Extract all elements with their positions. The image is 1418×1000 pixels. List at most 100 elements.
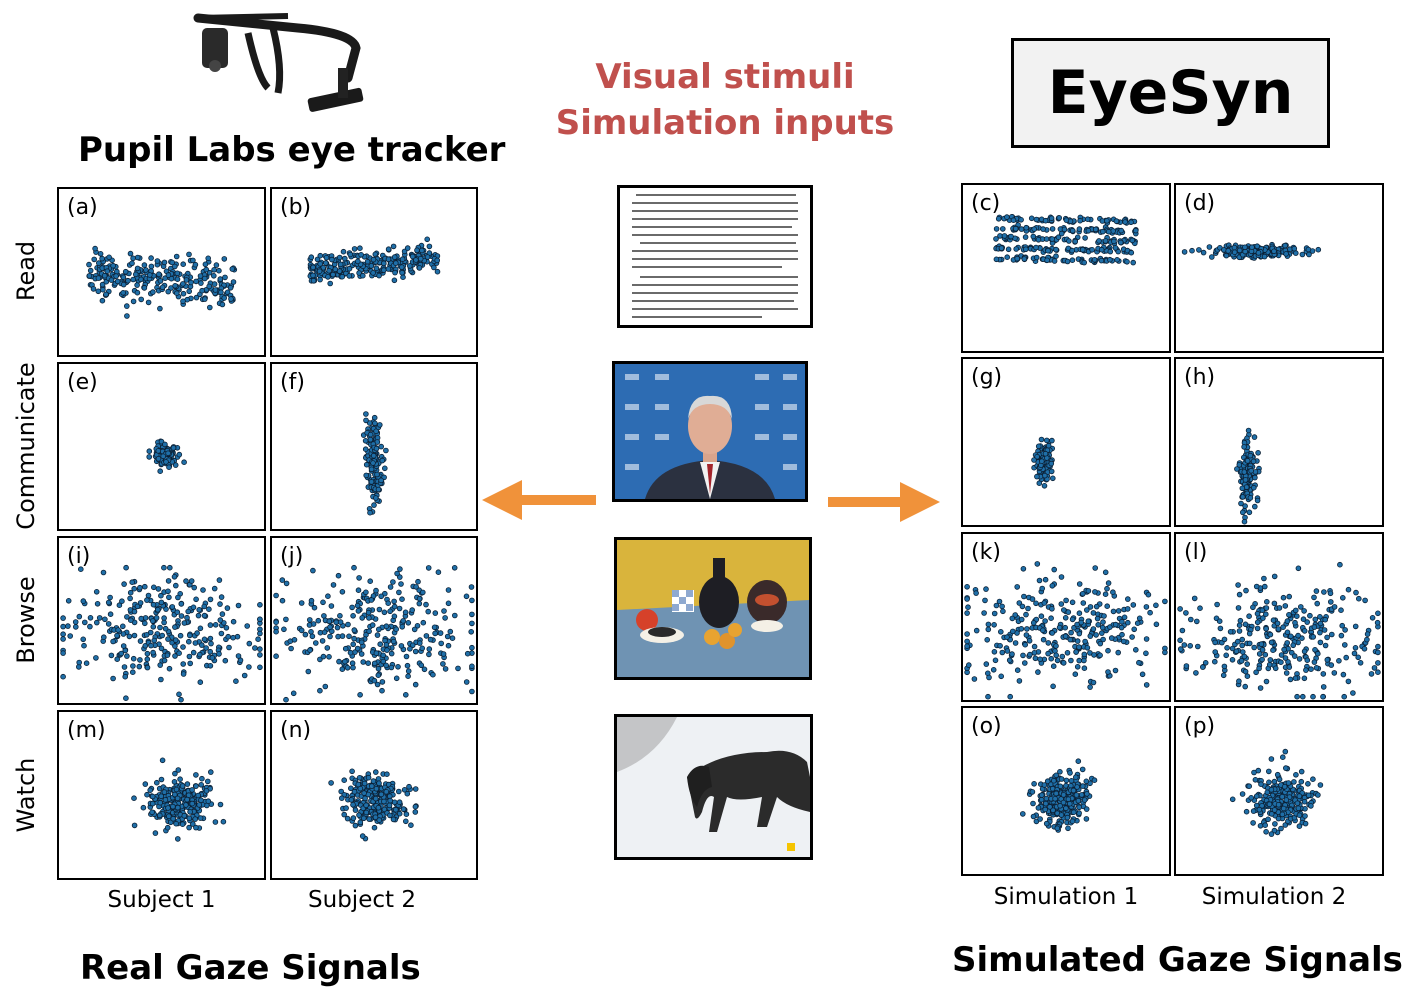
gaze-point <box>1031 226 1037 232</box>
gaze-point <box>1286 612 1292 618</box>
gaze-point <box>416 265 423 271</box>
gaze-point <box>157 278 164 284</box>
gaze-point <box>1257 685 1264 691</box>
gaze-point <box>400 618 407 624</box>
gaze-point <box>1117 239 1124 246</box>
gaze-point <box>358 252 364 258</box>
gaze-point <box>1081 665 1088 672</box>
gaze-point <box>982 597 988 604</box>
gaze-point <box>1299 635 1305 641</box>
gaze-point <box>1033 600 1039 607</box>
gaze-point <box>1268 811 1275 817</box>
gaze-point <box>1193 670 1199 676</box>
gaze-point <box>1282 822 1289 828</box>
gaze-point <box>1069 599 1076 606</box>
gaze-point <box>390 816 397 823</box>
gaze-point <box>1130 602 1137 608</box>
gaze-point <box>365 774 372 781</box>
gaze-point <box>120 281 127 288</box>
gaze-point <box>90 286 97 292</box>
gaze-point <box>175 767 182 773</box>
gaze-point <box>346 265 353 272</box>
gaze-point <box>1229 657 1236 663</box>
gaze-point <box>1085 588 1092 594</box>
gaze-point <box>65 597 72 604</box>
gaze-point <box>1293 772 1299 778</box>
gaze-point <box>1254 497 1261 504</box>
arrow-left-icon <box>482 480 596 520</box>
gaze-point <box>1043 795 1050 802</box>
gaze-point <box>991 610 998 617</box>
gaze-point <box>197 625 204 632</box>
gaze-point <box>235 653 242 659</box>
gaze-point <box>351 788 358 795</box>
gaze-point <box>1060 799 1067 806</box>
gaze-point <box>1317 782 1324 788</box>
gaze-point <box>199 775 205 782</box>
gaze-point <box>334 624 341 631</box>
gaze-point <box>216 651 222 657</box>
gaze-point <box>130 276 136 283</box>
gaze-point <box>1242 621 1249 628</box>
gaze-point <box>178 696 184 703</box>
real-gaze-title: Real Gaze Signals <box>80 948 421 988</box>
gaze-point <box>150 649 156 656</box>
gaze-point <box>973 590 979 596</box>
gaze-point <box>1310 693 1316 700</box>
gaze-point <box>193 783 199 789</box>
gaze-point <box>1021 660 1028 666</box>
gaze-point <box>257 602 263 608</box>
gaze-point <box>1266 768 1272 775</box>
gaze-point <box>244 623 251 629</box>
gaze-point <box>185 608 191 615</box>
gaze-point <box>409 253 416 260</box>
gaze-point <box>199 642 205 648</box>
gaze-point <box>1331 670 1338 676</box>
gaze-point <box>198 797 204 803</box>
gaze-point <box>1081 651 1088 658</box>
gaze-point <box>1241 469 1248 475</box>
gaze-point <box>86 273 93 279</box>
gaze-point <box>1231 249 1238 255</box>
gaze-point <box>1274 620 1281 627</box>
gaze-point <box>1263 625 1269 632</box>
gaze-point <box>203 788 210 794</box>
gaze-point <box>1177 637 1183 644</box>
gaze-point <box>363 589 369 596</box>
gaze-point <box>385 246 392 252</box>
gaze-point <box>1069 257 1076 263</box>
gaze-point <box>330 582 337 588</box>
gaze-point <box>1070 787 1077 794</box>
gaze-point <box>322 683 329 690</box>
panel-label-n: (n) <box>280 718 312 743</box>
scatter-panel-c: (c) <box>961 183 1171 353</box>
gaze-point <box>1304 619 1311 625</box>
gaze-point <box>990 667 997 673</box>
gaze-point <box>158 676 164 683</box>
gaze-point <box>1081 657 1087 664</box>
gaze-point <box>322 260 329 266</box>
gaze-point <box>190 604 197 611</box>
gaze-point <box>298 600 305 606</box>
gaze-point <box>1162 598 1168 605</box>
gaze-point <box>413 584 419 590</box>
gaze-point <box>1263 678 1270 685</box>
gaze-point <box>235 602 242 609</box>
gaze-point <box>405 673 411 680</box>
gaze-point <box>1012 225 1019 232</box>
gaze-point <box>91 256 97 263</box>
gaze-point <box>172 263 178 270</box>
wolf-in-snow-stimulus <box>614 714 813 860</box>
gaze-point <box>223 625 230 631</box>
gaze-point <box>1250 808 1257 814</box>
gaze-point <box>100 569 107 576</box>
gaze-point <box>1068 657 1074 664</box>
gaze-point <box>381 609 388 616</box>
gaze-point <box>469 597 475 604</box>
gaze-point <box>1233 648 1240 655</box>
gaze-point <box>1045 640 1052 646</box>
gaze-point <box>1324 657 1331 663</box>
gaze-point <box>310 264 316 271</box>
gaze-point <box>93 619 100 626</box>
gaze-point <box>401 787 408 793</box>
